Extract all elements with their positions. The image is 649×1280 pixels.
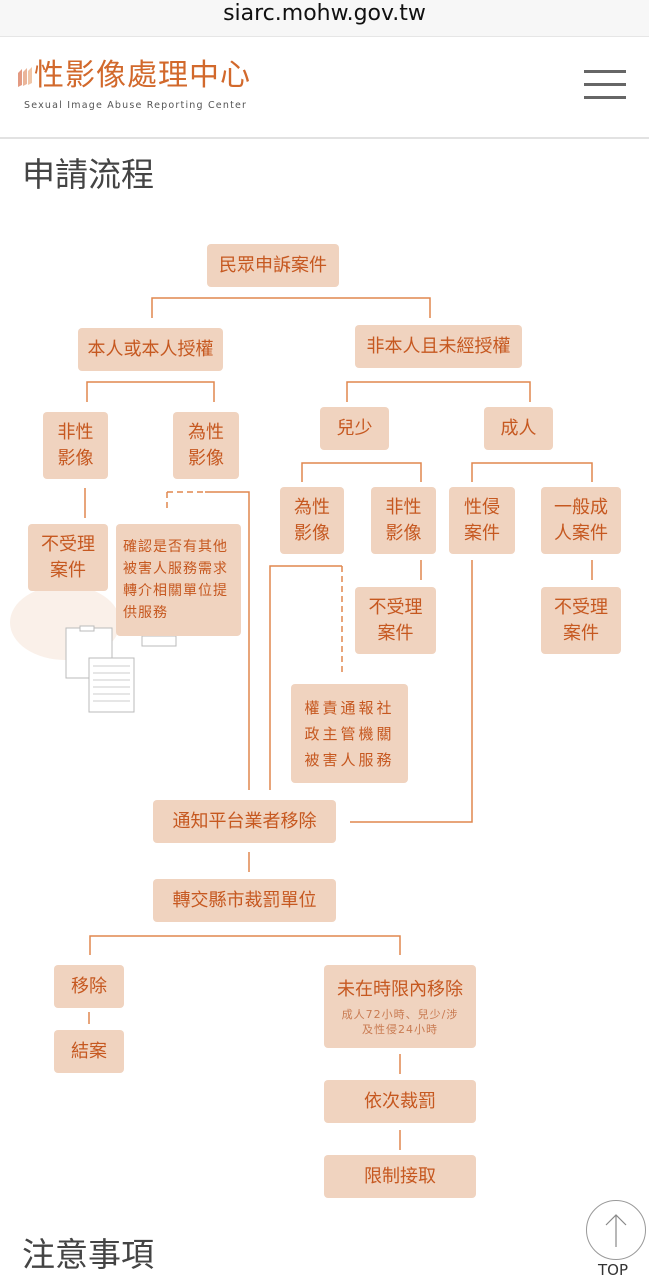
- flow-node-closed: 結案: [54, 1030, 124, 1073]
- flow-node-confirm-service: 確認是否有其他被害人服務需求轉介相關單位提供服務: [116, 524, 241, 636]
- not-removed-label: 未在時限內移除: [337, 978, 463, 1000]
- flow-node-penalty: 依次裁罰: [324, 1080, 476, 1123]
- flow-node-adult: 成人: [484, 407, 553, 450]
- back-to-top-button[interactable]: [586, 1200, 646, 1260]
- back-to-top-label[interactable]: TOP: [598, 1261, 629, 1279]
- section-title-notes: 注意事項: [22, 1235, 154, 1274]
- flow-node-notify-platform: 通知平台業者移除: [153, 800, 336, 843]
- page-title: 申請流程: [22, 155, 154, 194]
- flow-node-notify-social: 權責通報社政主管機關被害人服務: [291, 684, 408, 783]
- flow-node-reject-right: 不受理案件: [541, 587, 621, 654]
- flow-node-self-non-sexual: 非性影像: [43, 412, 108, 479]
- url-text: siarc.mohw.gov.tw: [223, 1, 426, 26]
- url-bar[interactable]: siarc.mohw.gov.tw: [0, 0, 649, 37]
- flow-node-minor-non-sexual: 非性影像: [371, 487, 436, 554]
- flow-node-adult-general: 一般成人案件: [541, 487, 621, 554]
- flow-node-adult-assault: 性侵案件: [449, 487, 515, 554]
- arrow-up-icon: [605, 1214, 627, 1247]
- not-removed-note: 成人72小時、兒少/涉及性侵24小時: [341, 1007, 459, 1036]
- flow-node-not-removed: 未在時限內移除 成人72小時、兒少/涉及性侵24小時: [324, 965, 476, 1048]
- logo-subtitle: Sexual Image Abuse Reporting Center: [24, 100, 248, 111]
- flow-node-root: 民眾申訴案件: [207, 244, 339, 287]
- flow-node-not-self: 非本人且未經授權: [355, 325, 522, 368]
- flow-node-reject-left: 不受理案件: [28, 524, 108, 591]
- flow-node-self-sexual: 為性影像: [173, 412, 239, 479]
- logo-mark-icon: [18, 67, 32, 87]
- flow-node-minor: 兒少: [320, 407, 389, 450]
- flow-node-restrict: 限制接取: [324, 1155, 476, 1198]
- flow-node-reject-mid: 不受理案件: [355, 587, 436, 654]
- site-header: 性影像處理中心 Sexual Image Abuse Reporting Cen…: [0, 37, 649, 139]
- hamburger-icon[interactable]: [584, 70, 626, 102]
- flow-node-removed: 移除: [54, 965, 124, 1008]
- logo-title[interactable]: 性影像處理中心: [34, 58, 251, 93]
- flow-node-transfer: 轉交縣市裁罰單位: [153, 879, 336, 922]
- flow-node-self: 本人或本人授權: [78, 328, 223, 371]
- flow-node-minor-sexual: 為性影像: [280, 487, 344, 554]
